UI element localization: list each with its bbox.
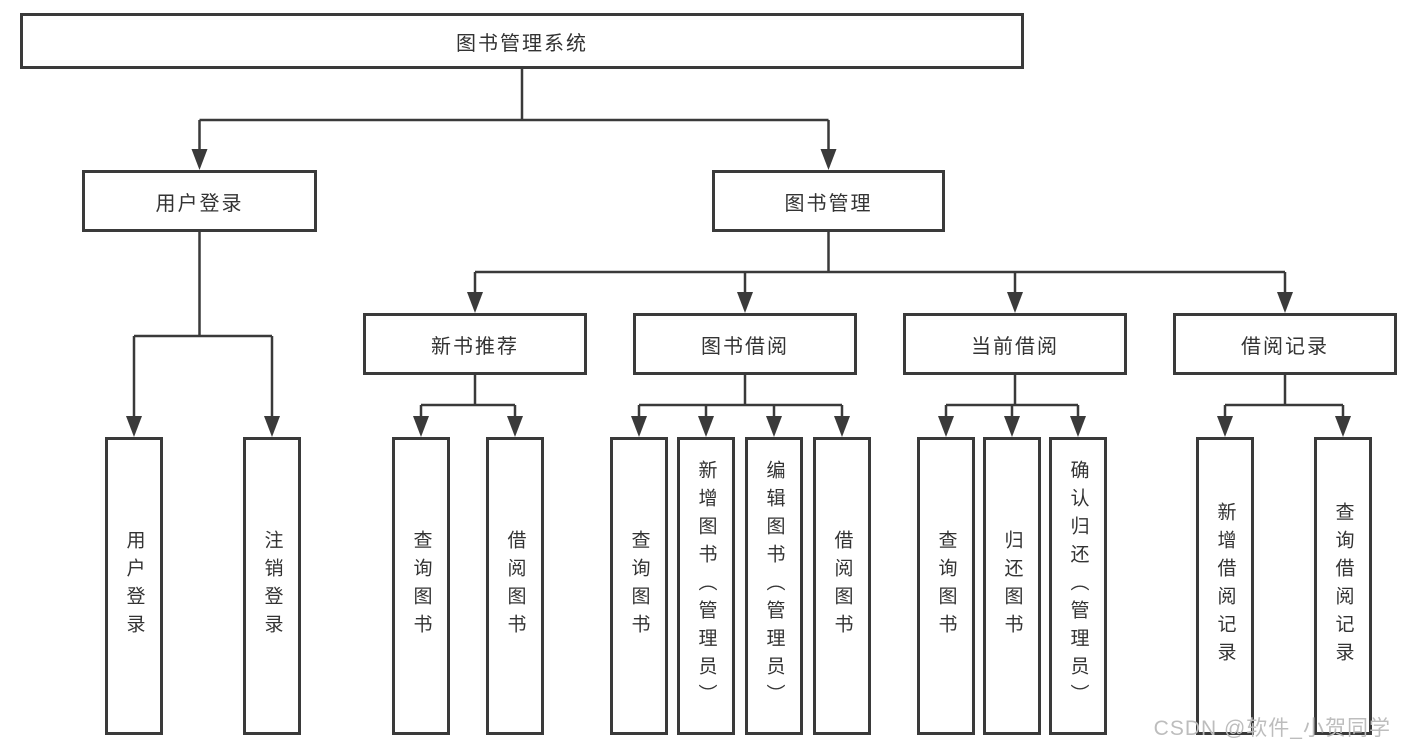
arrowhead <box>126 416 142 437</box>
arrowhead <box>1004 416 1020 437</box>
leaf-borrow-books: 借阅图书 <box>486 437 544 735</box>
arrowhead <box>1335 416 1351 437</box>
csdn-watermark: CSDN @软件_小贺同学 <box>1153 717 1391 740</box>
node-borrow-record: 借阅记录 <box>1173 313 1397 375</box>
node-label: 用户登录 <box>155 192 244 215</box>
leaf-borrow-books-2: 借阅图书 <box>813 437 871 735</box>
leaf-user-login: 用户登录 <box>105 437 163 735</box>
leaf-label: 注销登录 <box>261 530 283 642</box>
node-label: 图书管理 <box>784 192 873 215</box>
node-book-borrow: 图书借阅 <box>633 313 857 375</box>
connector-user-login <box>132 232 274 419</box>
arrowhead <box>820 149 837 170</box>
arrowhead <box>737 292 753 313</box>
arrowhead <box>264 416 280 437</box>
node-root-library-system: 图书管理系统 <box>20 13 1024 69</box>
connector-borrow-record <box>1223 375 1345 419</box>
arrowhead <box>507 416 523 437</box>
node-current-borrow: 当前借阅 <box>903 313 1127 375</box>
arrowhead <box>938 416 954 437</box>
connector-book-management <box>473 232 1287 296</box>
leaf-label: 查询图书 <box>410 530 432 642</box>
leaf-label: 查询借阅记录 <box>1332 502 1354 670</box>
leaf-query-books-2: 查询图书 <box>610 437 668 735</box>
connector-root <box>198 69 830 152</box>
connector-book-borrow <box>637 375 844 419</box>
leaf-label: 新增借阅记录 <box>1214 502 1236 670</box>
arrowhead <box>766 416 782 437</box>
leaf-add-books-admin: 新增图书（管理员） <box>677 437 735 735</box>
connector-current-borrow <box>944 375 1080 419</box>
leaf-label: 查询图书 <box>628 530 650 642</box>
node-label: 借阅记录 <box>1241 335 1329 358</box>
leaf-return-books: 归还图书 <box>983 437 1041 735</box>
node-label: 新书推荐 <box>431 335 519 358</box>
arrowhead <box>631 416 647 437</box>
arrowhead <box>413 416 429 437</box>
node-book-management: 图书管理 <box>712 170 945 232</box>
node-user-login: 用户登录 <box>82 170 317 232</box>
leaf-label: 新增图书（管理员） <box>695 460 717 712</box>
leaf-query-books: 查询图书 <box>392 437 450 735</box>
arrowhead <box>1070 416 1086 437</box>
leaf-label: 借阅图书 <box>504 530 526 642</box>
arrowhead <box>1277 292 1293 313</box>
leaf-label: 编辑图书（管理员） <box>763 460 785 712</box>
node-label: 当前借阅 <box>971 335 1059 358</box>
arrowhead <box>834 416 850 437</box>
node-label: 图书借阅 <box>701 335 789 358</box>
arrowhead <box>1217 416 1233 437</box>
leaf-label: 确认归还（管理员） <box>1067 460 1089 712</box>
leaf-label: 查询图书 <box>935 530 957 642</box>
arrowhead <box>698 416 714 437</box>
leaf-label: 借阅图书 <box>831 530 853 642</box>
leaf-confirm-return-admin: 确认归还（管理员） <box>1049 437 1107 735</box>
connector-new-book-recommend <box>419 375 517 419</box>
leaf-label: 用户登录 <box>123 530 145 642</box>
arrowhead <box>1007 292 1023 313</box>
leaf-query-borrow-record: 查询借阅记录 <box>1314 437 1372 735</box>
leaf-query-books-3: 查询图书 <box>917 437 975 735</box>
leaf-label: 归还图书 <box>1001 530 1023 642</box>
arrowhead <box>467 292 483 313</box>
node-label: 图书管理系统 <box>456 32 588 55</box>
leaf-logout: 注销登录 <box>243 437 301 735</box>
leaf-edit-books-admin: 编辑图书（管理员） <box>745 437 803 735</box>
leaf-add-borrow-record: 新增借阅记录 <box>1196 437 1254 735</box>
node-new-book-recommend: 新书推荐 <box>363 313 587 375</box>
arrowhead <box>191 149 208 170</box>
